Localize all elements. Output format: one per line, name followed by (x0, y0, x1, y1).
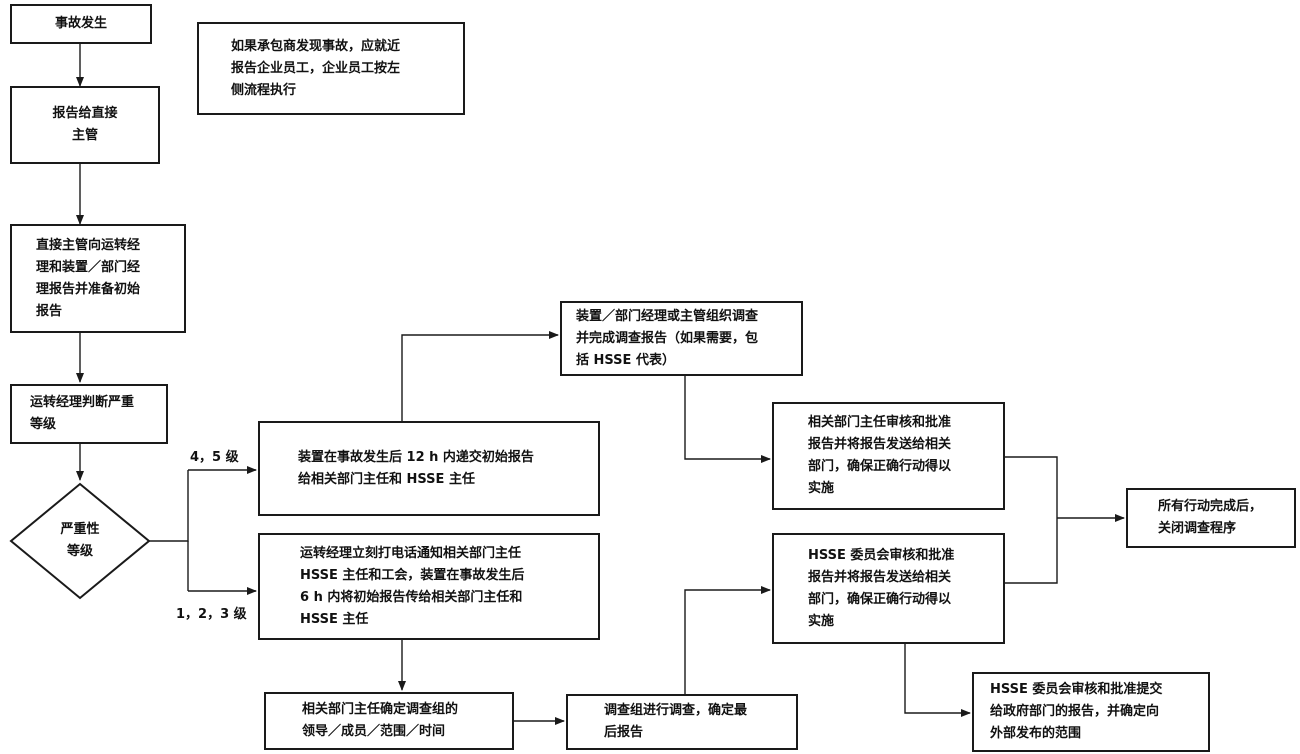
close-investigation-box: 所有行动完成后， 关闭调查程序 (1126, 488, 1296, 548)
report-supervisor-box: 报告给直接 主管 (10, 86, 160, 164)
accident-box: 事故发生 (10, 4, 152, 44)
hsse-committee-review-label: HSSE 委员会审核和批准 报告并将报告发送给相关 部门，确保正确行动得以 实施 (808, 547, 955, 629)
team-investigates-label: 调查组进行调查，确定最 后报告 (604, 703, 748, 740)
judge-severity-box: 运转经理判断严重 等级 (10, 384, 168, 444)
branch-label-123: 1，2，3 级 (176, 607, 247, 622)
hsse-committee-review-box: HSSE 委员会审核和批准 报告并将报告发送给相关 部门，确保正确行动得以 实施 (772, 533, 1005, 644)
dept-director-review-label: 相关部门主任审核和批准 报告并将报告发送给相关 部门，确保正确行动得以 实施 (808, 415, 952, 496)
phone-notify-label: 运转经理立刻打电话通知相关部门主任 HSSE 主任和工会，装置在事故发生后 6 … (300, 545, 525, 627)
arrow-hsse-to-gov (904, 644, 971, 717)
hsse-gov-report-box: HSSE 委员会审核和批准提交 给政府部门的报告，并确定向 外部发布的范围 (972, 672, 1210, 752)
determine-team-label: 相关部门主任确定调查组的 领导／成员／范围／时间 (302, 702, 459, 739)
dept-investigation-label: 装置／部门经理或主管组织调查 并完成调查报告（如果需要，包 括 HSSE 代表） (576, 308, 759, 368)
dept-investigation-box: 装置／部门经理或主管组织调查 并完成调查报告（如果需要，包 括 HSSE 代表） (560, 301, 803, 376)
judge-severity-label: 运转经理判断严重 等级 (30, 395, 135, 432)
arrow-investigates-to-hsse (684, 586, 771, 694)
severity-level-label: 严重性 等级 (60, 522, 100, 559)
branch-label-45: 4，5 级 (190, 450, 239, 465)
severity-diamond (9, 482, 151, 600)
phone-notify-box: 运转经理立刻打电话通知相关部门主任 HSSE 主任和工会，装置在事故发生后 6 … (258, 533, 600, 640)
contractor-note-box: 如果承包商发现事故，应就近 报告企业员工，企业员工按左 侧流程执行 (197, 22, 465, 115)
supervisor-report-label: 直接主管向运转经 理和装置／部门经 理报告并准备初始 报告 (36, 237, 141, 319)
initial-report-12h-label: 装置在事故发生后 12 h 内递交初始报告 给相关部门主任和 HSSE 主任 (298, 449, 534, 487)
connector-review-to-merge (1005, 456, 1058, 584)
close-investigation-label: 所有行动完成后， 关闭调查程序 (1158, 499, 1263, 536)
team-investigates-box: 调查组进行调查，确定最 后报告 (566, 694, 798, 750)
supervisor-report-box: 直接主管向运转经 理和装置／部门经 理报告并准备初始 报告 (10, 224, 186, 333)
accident-label: 事故发生 (54, 16, 107, 31)
initial-report-12h-box: 装置在事故发生后 12 h 内递交初始报告 给相关部门主任和 HSSE 主任 (258, 421, 600, 516)
arrow-investigation-to-review (684, 376, 771, 463)
determine-team-box: 相关部门主任确定调查组的 领导／成员／范围／时间 (264, 692, 514, 750)
contractor-note-text: 如果承包商发现事故，应就近 报告企业员工，企业员工按左 侧流程执行 (231, 38, 401, 98)
arrow-12h-to-investigation (401, 331, 559, 421)
branch-connector (149, 470, 189, 542)
report-supervisor-label: 报告给直接 主管 (52, 106, 118, 143)
dept-director-review-box: 相关部门主任审核和批准 报告并将报告发送给相关 部门，确保正确行动得以 实施 (772, 402, 1005, 510)
hsse-gov-report-label: HSSE 委员会审核和批准提交 给政府部门的报告，并确定向 外部发布的范围 (990, 682, 1163, 741)
